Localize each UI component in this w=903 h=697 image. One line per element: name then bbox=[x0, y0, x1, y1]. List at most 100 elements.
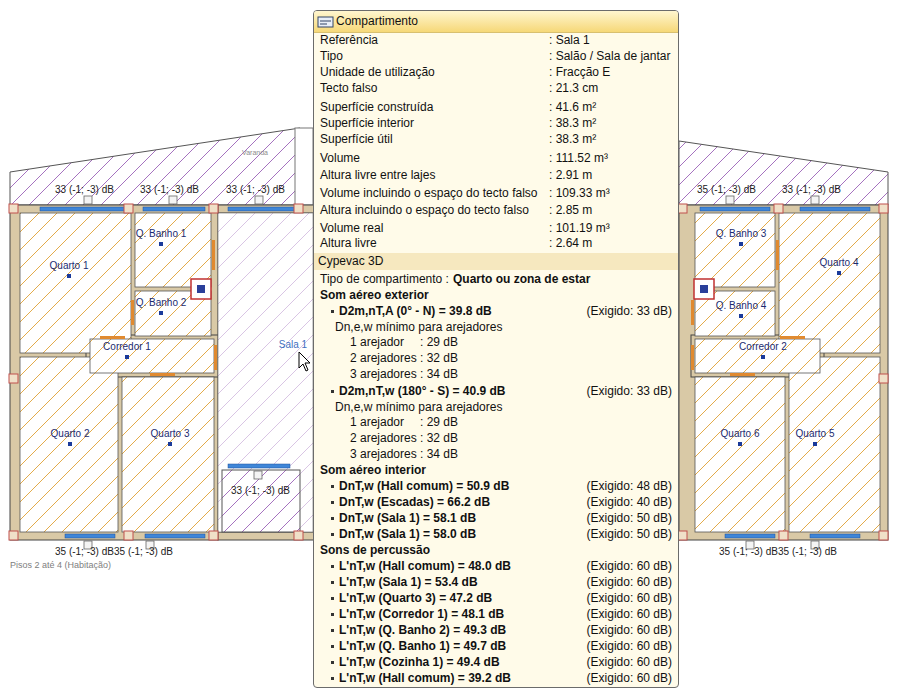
property-text: Volume bbox=[320, 150, 360, 166]
property-text: Superfície interior bbox=[320, 115, 414, 131]
facade-insulation-label: 33 (-1; -3) dB bbox=[231, 485, 290, 497]
bullet bbox=[331, 613, 334, 616]
column bbox=[209, 204, 218, 213]
property-text: Dn,e,w mínimo para arejadores bbox=[335, 399, 502, 415]
bullet bbox=[331, 645, 334, 648]
room-marker bbox=[159, 242, 163, 246]
property-text: (Exigido: 33 dB) bbox=[587, 383, 672, 399]
room-floor bbox=[695, 213, 775, 287]
property-text: Referência bbox=[320, 32, 378, 48]
door bbox=[691, 300, 694, 325]
room-name: Q. Banho 3 bbox=[716, 228, 767, 240]
room-hatch bbox=[20, 357, 118, 532]
property-text: DnT,w (Sala 1) = 58.1 dB bbox=[339, 510, 476, 526]
property-text: (Exigido: 60 dB) bbox=[587, 638, 672, 654]
property-text: (Exigido: 60 dB) bbox=[587, 558, 672, 574]
facade-insulation-label: 33 (-1; -3) dB bbox=[55, 184, 114, 196]
property-text: 1 arejador bbox=[350, 414, 404, 430]
room-hatch bbox=[695, 213, 775, 287]
property-text: : 29 dB bbox=[420, 414, 458, 430]
panel-icon bbox=[317, 15, 335, 29]
window bbox=[145, 534, 205, 538]
facade-symbol bbox=[169, 196, 177, 204]
property-text: L'nT,w (Sala 1) = 53.4 dB bbox=[339, 574, 478, 590]
property-text: 2 arejadores bbox=[350, 430, 417, 446]
property-text: DnT,w (Escadas) = 66.2 dB bbox=[339, 494, 490, 510]
property-text: Volume incluindo o espaço do tecto falso bbox=[320, 185, 537, 201]
room-floor bbox=[789, 357, 880, 532]
room-name: Sala 1 bbox=[279, 339, 307, 351]
window bbox=[700, 207, 770, 211]
room-name: Quarto 5 bbox=[796, 428, 835, 440]
facade-insulation-label: 35 (-1; -3) dB bbox=[114, 546, 173, 558]
door bbox=[691, 345, 694, 370]
property-text: Tecto falso bbox=[320, 80, 377, 96]
room-marker bbox=[837, 271, 841, 275]
window bbox=[810, 534, 860, 538]
property-text: (Exigido: 48 dB) bbox=[587, 478, 672, 494]
facade-insulation-label: 35 (-1; -3) dB bbox=[697, 184, 756, 196]
property-text: (Exigido: 60 dB) bbox=[587, 590, 672, 606]
room-hatch bbox=[695, 377, 785, 532]
room-area: Q. Banho 4 bbox=[695, 291, 775, 336]
vent-symbol bbox=[191, 279, 211, 299]
property-text: : 34 dB bbox=[420, 366, 458, 382]
hall-floor bbox=[222, 470, 300, 532]
room-floor bbox=[695, 339, 820, 373]
property-text: Altura livre entre lajes bbox=[320, 167, 435, 183]
veranda-hatch bbox=[679, 141, 888, 205]
window bbox=[725, 534, 775, 538]
room-area: Q. Banho 3 bbox=[695, 213, 775, 287]
room-hatch bbox=[779, 213, 880, 353]
facade-symbol bbox=[726, 196, 734, 204]
window bbox=[65, 534, 115, 538]
property-text: : 38.3 m² bbox=[549, 131, 596, 147]
room-floor bbox=[122, 377, 214, 532]
icon-lines bbox=[320, 21, 331, 24]
facade-insulation-label: 33 (-1; -3) dB bbox=[782, 184, 841, 196]
room-name: Q. Banho 4 bbox=[716, 300, 767, 312]
room-name: Q. Banho 2 bbox=[136, 297, 187, 309]
room-marker bbox=[68, 442, 72, 446]
room-marker bbox=[159, 311, 163, 315]
property-text: : Fracção E bbox=[549, 64, 610, 80]
door bbox=[131, 300, 134, 325]
column bbox=[9, 204, 18, 213]
property-text: (Exigido: 60 dB) bbox=[587, 654, 672, 670]
window bbox=[143, 207, 205, 211]
bullet bbox=[331, 517, 334, 520]
room-area: Quarto 5 bbox=[789, 357, 880, 532]
property-text: : 109.33 m³ bbox=[549, 185, 610, 201]
property-text: : 2.85 m bbox=[549, 202, 592, 218]
column bbox=[124, 204, 133, 213]
door bbox=[150, 373, 175, 376]
door bbox=[212, 240, 215, 270]
property-text: (Exigido: 50 dB) bbox=[587, 510, 672, 526]
property-text: : 101.19 m³ bbox=[549, 220, 610, 236]
bullet bbox=[331, 581, 334, 584]
door bbox=[100, 336, 125, 339]
column bbox=[774, 204, 783, 213]
property-text: : 21.3 cm bbox=[549, 80, 598, 96]
room-area: Quarto 3 bbox=[122, 377, 214, 532]
vent-core bbox=[700, 285, 708, 293]
door bbox=[776, 240, 779, 270]
bullet bbox=[331, 501, 334, 504]
column bbox=[124, 531, 133, 540]
bullet bbox=[331, 485, 334, 488]
column bbox=[879, 531, 888, 540]
column bbox=[678, 204, 687, 213]
property-text: L'nT,w (Q. Banho 2) = 49.3 dB bbox=[339, 622, 506, 638]
property-text: Quarto ou zona de estar bbox=[453, 271, 590, 287]
room-name: Quarto 4 bbox=[820, 257, 859, 269]
property-text: Superfície útil bbox=[320, 131, 393, 147]
room-floor bbox=[20, 357, 118, 532]
room-name: Corredor 2 bbox=[739, 341, 787, 353]
room-hatch bbox=[90, 339, 214, 373]
room-hatch bbox=[135, 213, 211, 287]
door bbox=[780, 336, 805, 339]
property-text: 2 arejadores bbox=[350, 350, 417, 366]
property-text: DnT,w (Hall comum) = 50.9 dB bbox=[339, 478, 509, 494]
room-floor bbox=[779, 213, 880, 353]
